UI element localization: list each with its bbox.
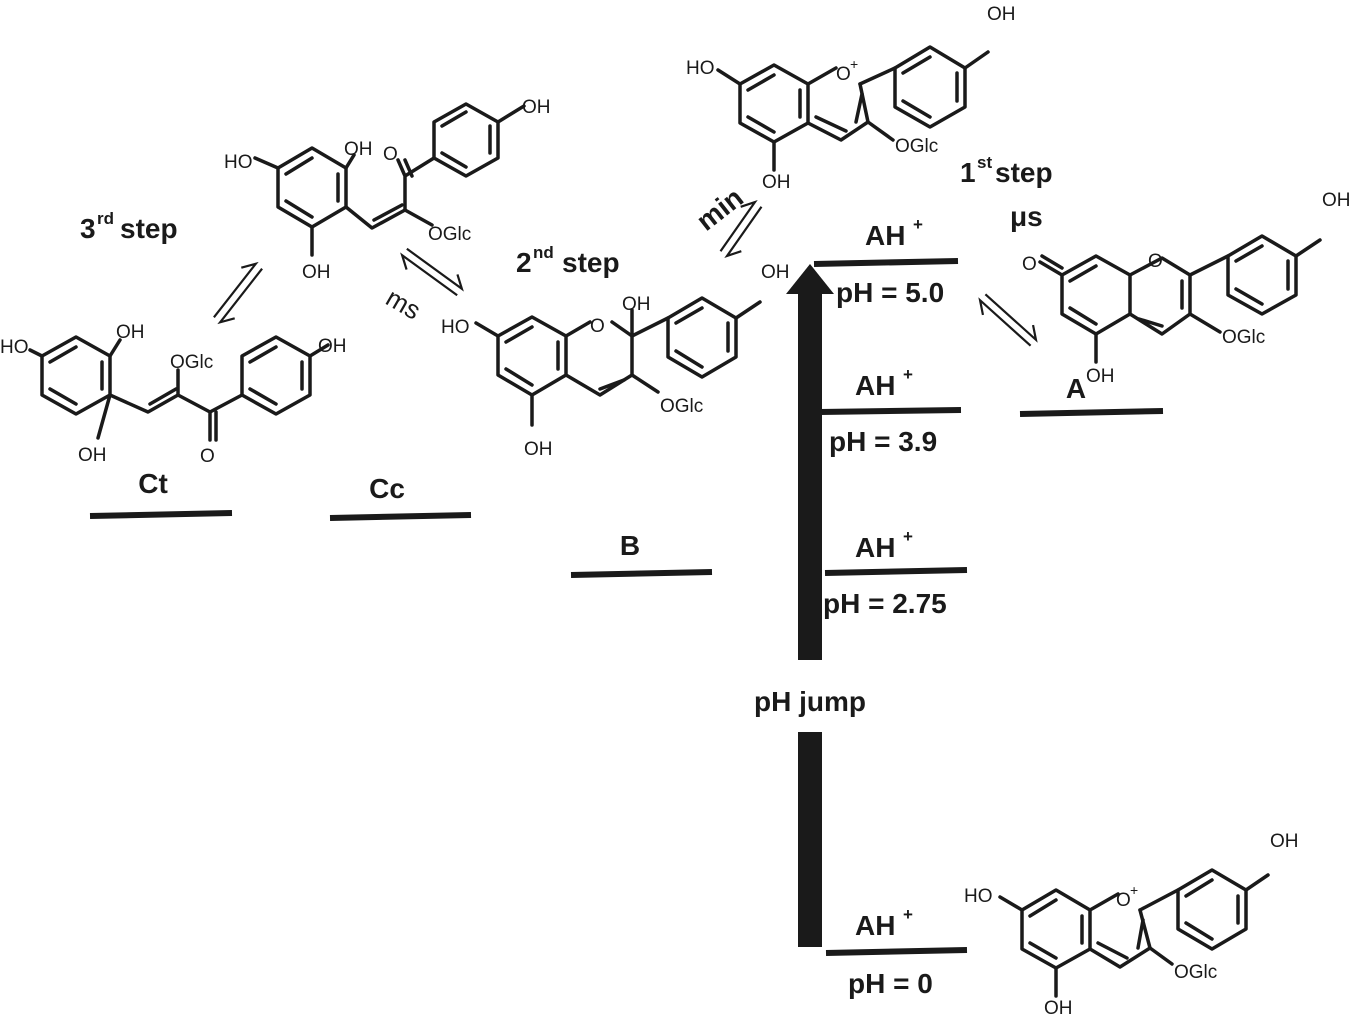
svg-text:OH: OH bbox=[1044, 998, 1073, 1019]
svg-text:AH: AH bbox=[865, 220, 905, 251]
label-ah-ph0: AH + pH = 0 bbox=[848, 905, 933, 999]
svg-text:OH: OH bbox=[78, 445, 107, 466]
svg-text:step: step bbox=[562, 247, 620, 278]
level-b bbox=[570, 569, 713, 578]
svg-text:μs: μs bbox=[1010, 201, 1043, 232]
structure-hemiketal: O OH HO OH OGlc OH bbox=[441, 262, 790, 460]
svg-text:OH: OH bbox=[987, 4, 1016, 25]
svg-text:OH: OH bbox=[116, 322, 145, 343]
svg-text:pH = 2.75: pH = 2.75 bbox=[823, 588, 947, 619]
level-ah-ph39 bbox=[819, 407, 962, 415]
svg-text:pH = 0: pH = 0 bbox=[848, 968, 933, 999]
svg-text:rd: rd bbox=[97, 209, 114, 228]
structure-cis-chalcone: HO OH O OH OGlc OH bbox=[224, 97, 551, 283]
svg-text:OGlc: OGlc bbox=[660, 396, 703, 417]
svg-text:+: + bbox=[1130, 882, 1138, 898]
svg-text:1: 1 bbox=[960, 157, 976, 188]
structure-flavylium-top: O + HO OH OGlc OH bbox=[686, 4, 1016, 193]
svg-text:+: + bbox=[903, 905, 913, 924]
svg-text:st: st bbox=[977, 153, 992, 172]
svg-text:HO: HO bbox=[964, 886, 993, 907]
structure-trans-chalcone: HO OH OGlc OH O OH bbox=[0, 322, 347, 467]
svg-text:O: O bbox=[836, 64, 851, 85]
svg-text:+: + bbox=[850, 56, 858, 72]
structure-quinoidal-base: O O OH OGlc OH bbox=[1022, 190, 1351, 387]
svg-text:OH: OH bbox=[1322, 190, 1351, 211]
svg-text:pH = 5.0: pH = 5.0 bbox=[836, 277, 944, 308]
svg-text:3: 3 bbox=[80, 213, 96, 244]
svg-text:step: step bbox=[995, 157, 1053, 188]
svg-text:O: O bbox=[383, 144, 398, 165]
svg-text:nd: nd bbox=[533, 243, 554, 262]
label-ct: Ct bbox=[138, 468, 168, 499]
label-ah-ph39: AH + pH = 3.9 bbox=[829, 365, 937, 457]
label-ah-ph50: AH + pH = 5.0 bbox=[836, 215, 944, 308]
svg-text:+: + bbox=[903, 527, 913, 546]
level-ah-ph0 bbox=[825, 947, 968, 956]
equilibrium-arrow-step3 bbox=[213, 261, 263, 325]
svg-text:O: O bbox=[1116, 890, 1131, 911]
svg-text:2: 2 bbox=[516, 247, 532, 278]
ph-jump-arrow-lower bbox=[798, 732, 822, 947]
ph-jump-label: pH jump bbox=[754, 686, 866, 717]
equilibrium-arrow-step2 bbox=[719, 200, 763, 258]
svg-text:OH: OH bbox=[761, 262, 790, 283]
svg-text:OGlc: OGlc bbox=[1174, 962, 1217, 983]
svg-text:O: O bbox=[590, 316, 605, 337]
svg-text:OH: OH bbox=[1086, 366, 1115, 387]
svg-text:OGlc: OGlc bbox=[428, 224, 471, 245]
level-ah-ph275 bbox=[824, 567, 968, 576]
svg-text:AH: AH bbox=[855, 910, 895, 941]
label-cc: Cc bbox=[369, 473, 405, 504]
svg-text:OH: OH bbox=[344, 139, 373, 160]
svg-text:HO: HO bbox=[0, 337, 29, 358]
svg-text:OGlc: OGlc bbox=[170, 352, 213, 373]
svg-text:OH: OH bbox=[318, 336, 347, 357]
ph-jump-arrow-shaft bbox=[798, 292, 822, 660]
svg-text:+: + bbox=[903, 365, 913, 384]
svg-text:O: O bbox=[200, 446, 215, 467]
label-a: A bbox=[1066, 373, 1086, 404]
step-2-label: 2 nd step min bbox=[516, 182, 749, 278]
level-ct bbox=[89, 510, 233, 519]
ph-jump-arrow-head bbox=[786, 264, 834, 294]
svg-text:OH: OH bbox=[524, 439, 553, 460]
svg-text:step: step bbox=[120, 213, 178, 244]
svg-text:HO: HO bbox=[686, 58, 715, 79]
svg-text:ms: ms bbox=[381, 282, 426, 325]
svg-text:+: + bbox=[913, 215, 923, 234]
svg-text:OH: OH bbox=[1270, 831, 1299, 852]
equilibrium-arrow-step1 bbox=[978, 293, 1038, 347]
level-ah-ph50 bbox=[813, 258, 959, 267]
svg-text:OH: OH bbox=[522, 97, 551, 118]
svg-text:min: min bbox=[691, 182, 749, 237]
svg-text:OGlc: OGlc bbox=[1222, 327, 1265, 348]
svg-text:O: O bbox=[1148, 251, 1163, 272]
level-cc bbox=[329, 512, 472, 521]
svg-text:HO: HO bbox=[224, 152, 253, 173]
svg-text:HO: HO bbox=[441, 317, 470, 338]
step-1-label: 1 st step μs bbox=[960, 153, 1053, 232]
svg-text:AH: AH bbox=[855, 532, 895, 563]
svg-text:OGlc: OGlc bbox=[895, 136, 938, 157]
svg-text:OH: OH bbox=[762, 172, 791, 193]
svg-text:AH: AH bbox=[855, 370, 895, 401]
svg-text:OH: OH bbox=[622, 294, 651, 315]
svg-text:pH = 3.9: pH = 3.9 bbox=[829, 426, 937, 457]
label-b: B bbox=[620, 530, 640, 561]
svg-text:O: O bbox=[1022, 254, 1037, 275]
equilibrium-arrow-ms bbox=[400, 247, 464, 297]
structure-flavylium-bottom: O + HO OH OGlc OH bbox=[964, 831, 1299, 1019]
label-ah-ph275: AH + pH = 2.75 bbox=[823, 527, 947, 619]
level-a bbox=[1019, 408, 1164, 417]
svg-text:OH: OH bbox=[302, 262, 331, 283]
